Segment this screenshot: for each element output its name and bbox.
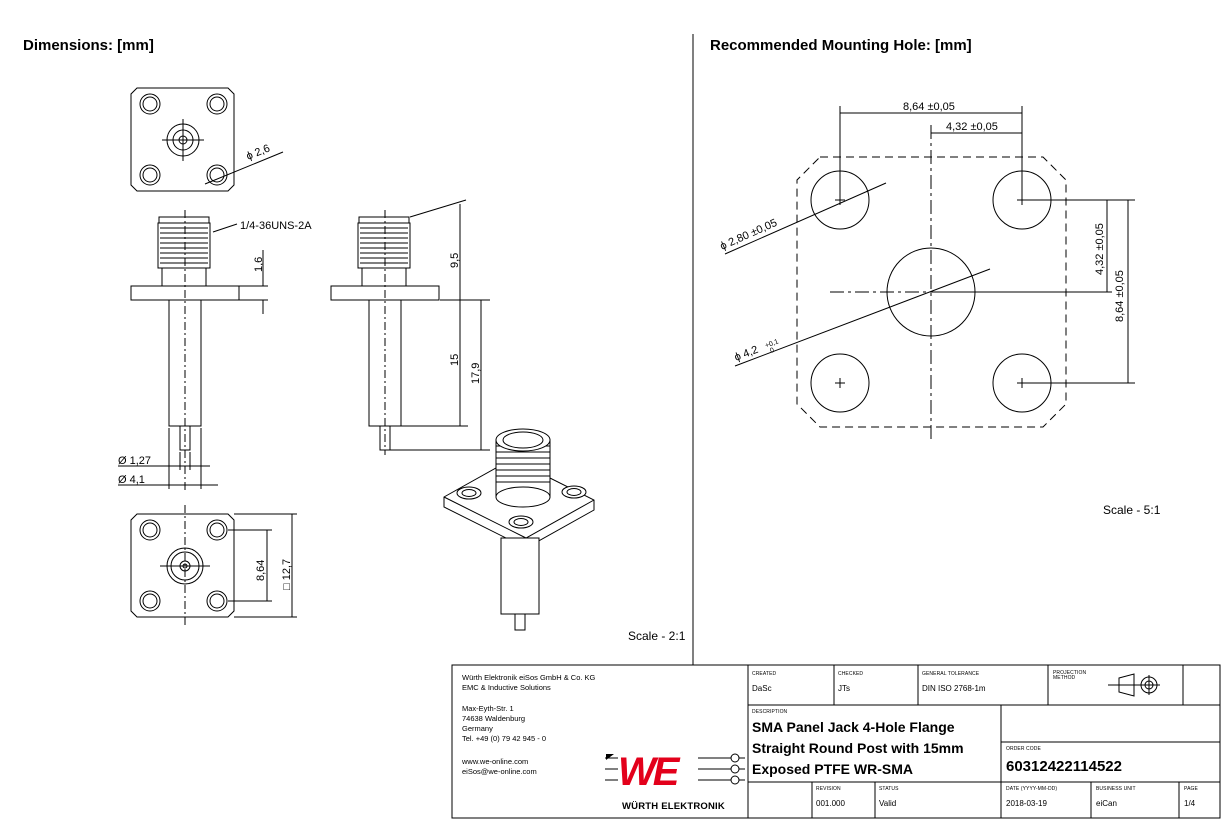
company-city: 74638 Waldenburg: [462, 714, 526, 723]
mounting-hole-pattern: [724, 106, 1135, 440]
revision-label: REVISION: [816, 786, 841, 792]
order-code-value: 60312422114522: [1006, 758, 1122, 775]
company-division: EMC & Inductive Solutions: [462, 683, 551, 692]
left-heading: Dimensions: [mm]: [23, 37, 154, 54]
description-line-3: Exposed PTFE WR-SMA: [752, 761, 914, 777]
status-value: Valid: [879, 799, 897, 808]
description-line-2: Straight Round Post with 15mm: [752, 740, 964, 756]
checked-value: JTs: [838, 684, 850, 693]
bottom-view-flange: [130, 505, 297, 628]
page-value: 1/4: [1184, 799, 1196, 808]
title-block-frame: [451, 664, 1221, 819]
business-unit-value: eiCan: [1096, 799, 1117, 808]
right-heading: Recommended Mounting Hole: [mm]: [710, 37, 972, 54]
projection-label: PROJECTION METHOD: [1053, 670, 1087, 681]
tolerance-label: GENERAL TOLERANCE: [922, 671, 980, 677]
projection-method-icon: [1108, 673, 1160, 697]
iso-view: [443, 428, 595, 631]
logo-letters: WE: [618, 750, 679, 794]
company-name: Würth Elektronik eiSos GmbH & Co. KG: [462, 673, 596, 682]
revision-value: 001.000: [816, 799, 845, 808]
business-unit-label: BUSINESS UNIT: [1096, 786, 1136, 792]
logo-name: WÜRTH ELEKTRONIK: [622, 801, 725, 812]
created-value: DaSc: [752, 684, 772, 693]
right-scale-label: Scale - 5:1: [1103, 503, 1161, 517]
page-label: PAGE: [1184, 786, 1198, 792]
created-label: CREATED: [752, 671, 777, 677]
side-view-2: [330, 199, 490, 455]
checked-label: CHECKED: [838, 671, 864, 677]
company-web[interactable]: www.we-online.com: [462, 757, 529, 766]
company-email[interactable]: eiSos@we-online.com: [462, 767, 537, 776]
company-street: Max-Eyth-Str. 1: [462, 704, 514, 713]
date-label: DATE (YYYY-MM-DD): [1006, 786, 1058, 792]
wurth-logo-icon: [605, 753, 745, 792]
company-tel: Tel. +49 (0) 79 42 945 - 0: [462, 734, 547, 743]
order-code-label: ORDER CODE: [1006, 746, 1041, 752]
left-scale-label: Scale - 2:1: [628, 629, 686, 643]
status-label: STATUS: [879, 786, 899, 792]
date-value: 2018-03-19: [1006, 799, 1047, 808]
description-line-1: SMA Panel Jack 4-Hole Flange: [752, 719, 955, 735]
description-label: DESCRIPTION: [752, 709, 788, 715]
side-view-1: [118, 210, 268, 490]
tolerance-value: DIN ISO 2768-1m: [922, 684, 986, 693]
top-view-flange: [130, 87, 284, 192]
company-country: Germany: [462, 724, 493, 733]
